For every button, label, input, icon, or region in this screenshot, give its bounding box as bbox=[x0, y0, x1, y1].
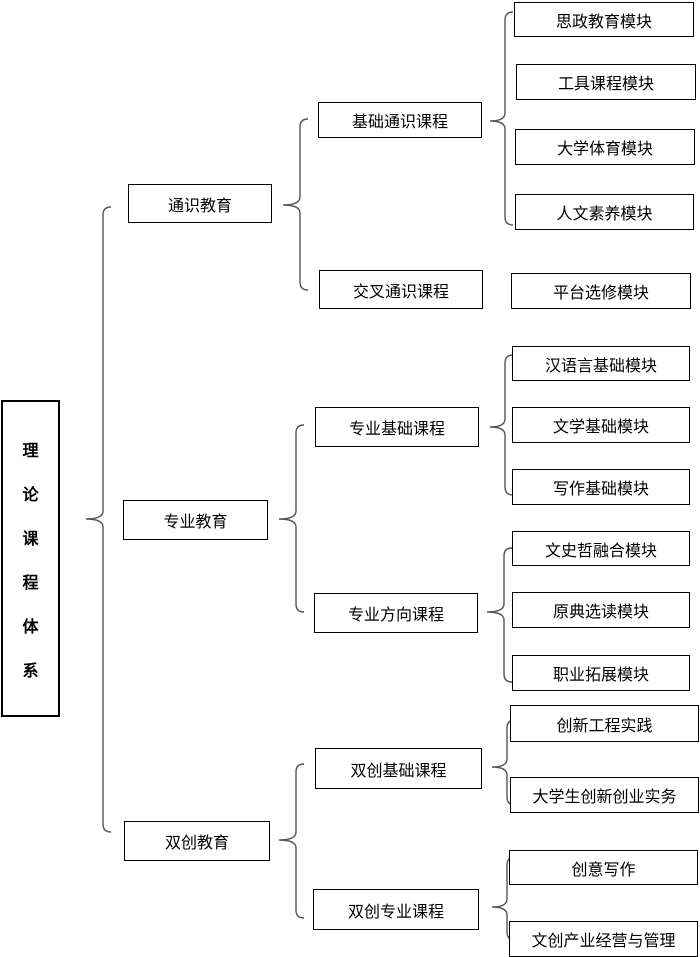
root-char: 理 bbox=[22, 440, 39, 460]
brace-connector bbox=[278, 763, 305, 919]
root-node-theory-course-system: 理 论 课 程 体 系 bbox=[1, 400, 60, 717]
node-professional-basic-course: 专业基础课程 bbox=[315, 407, 479, 447]
module-node: 平台选修模块 bbox=[511, 273, 691, 309]
module-node: 汉语言基础模块 bbox=[512, 346, 690, 381]
node-professional-education: 专业教育 bbox=[123, 500, 268, 540]
brace-connector bbox=[491, 719, 516, 806]
module-node: 职业拓展模块 bbox=[512, 655, 690, 691]
node-general-education: 通识教育 bbox=[128, 184, 272, 223]
root-char: 系 bbox=[22, 660, 39, 680]
root-char: 课 bbox=[22, 528, 39, 548]
module-node: 写作基础模块 bbox=[512, 469, 690, 505]
brace-connector bbox=[489, 11, 514, 226]
brace-connector bbox=[278, 424, 305, 613]
node-innovation-education: 双创教育 bbox=[124, 821, 270, 861]
brace-connector bbox=[489, 354, 514, 496]
node-basic-general-course: 基础通识课程 bbox=[318, 102, 482, 138]
module-node: 创意写作 bbox=[509, 850, 698, 885]
module-node: 思政教育模块 bbox=[514, 2, 694, 37]
node-innovation-professional-course: 双创专业课程 bbox=[313, 889, 479, 930]
node-cross-general-course: 交叉通识课程 bbox=[319, 270, 483, 309]
node-innovation-basic-course: 双创基础课程 bbox=[315, 748, 482, 789]
module-node: 文史哲融合模块 bbox=[512, 531, 690, 566]
module-node: 工具课程模块 bbox=[516, 64, 696, 100]
module-node: 创新工程实践 bbox=[510, 705, 699, 742]
brace-connector bbox=[486, 547, 513, 683]
brace-connector bbox=[282, 118, 309, 291]
module-node: 文学基础模块 bbox=[512, 407, 690, 443]
brace-connector bbox=[85, 206, 112, 833]
node-professional-direction-course: 专业方向课程 bbox=[314, 593, 478, 633]
module-node: 原典选读模块 bbox=[512, 592, 690, 628]
root-char: 程 bbox=[22, 572, 39, 592]
brace-connector bbox=[491, 856, 516, 941]
module-node: 大学体育模块 bbox=[515, 129, 695, 165]
module-node: 大学生创新创业实务 bbox=[510, 777, 699, 813]
root-char: 论 bbox=[22, 484, 39, 504]
root-char: 体 bbox=[22, 616, 39, 636]
module-node: 文创产业经营与管理 bbox=[509, 921, 698, 957]
module-node: 人文素养模块 bbox=[515, 194, 694, 230]
